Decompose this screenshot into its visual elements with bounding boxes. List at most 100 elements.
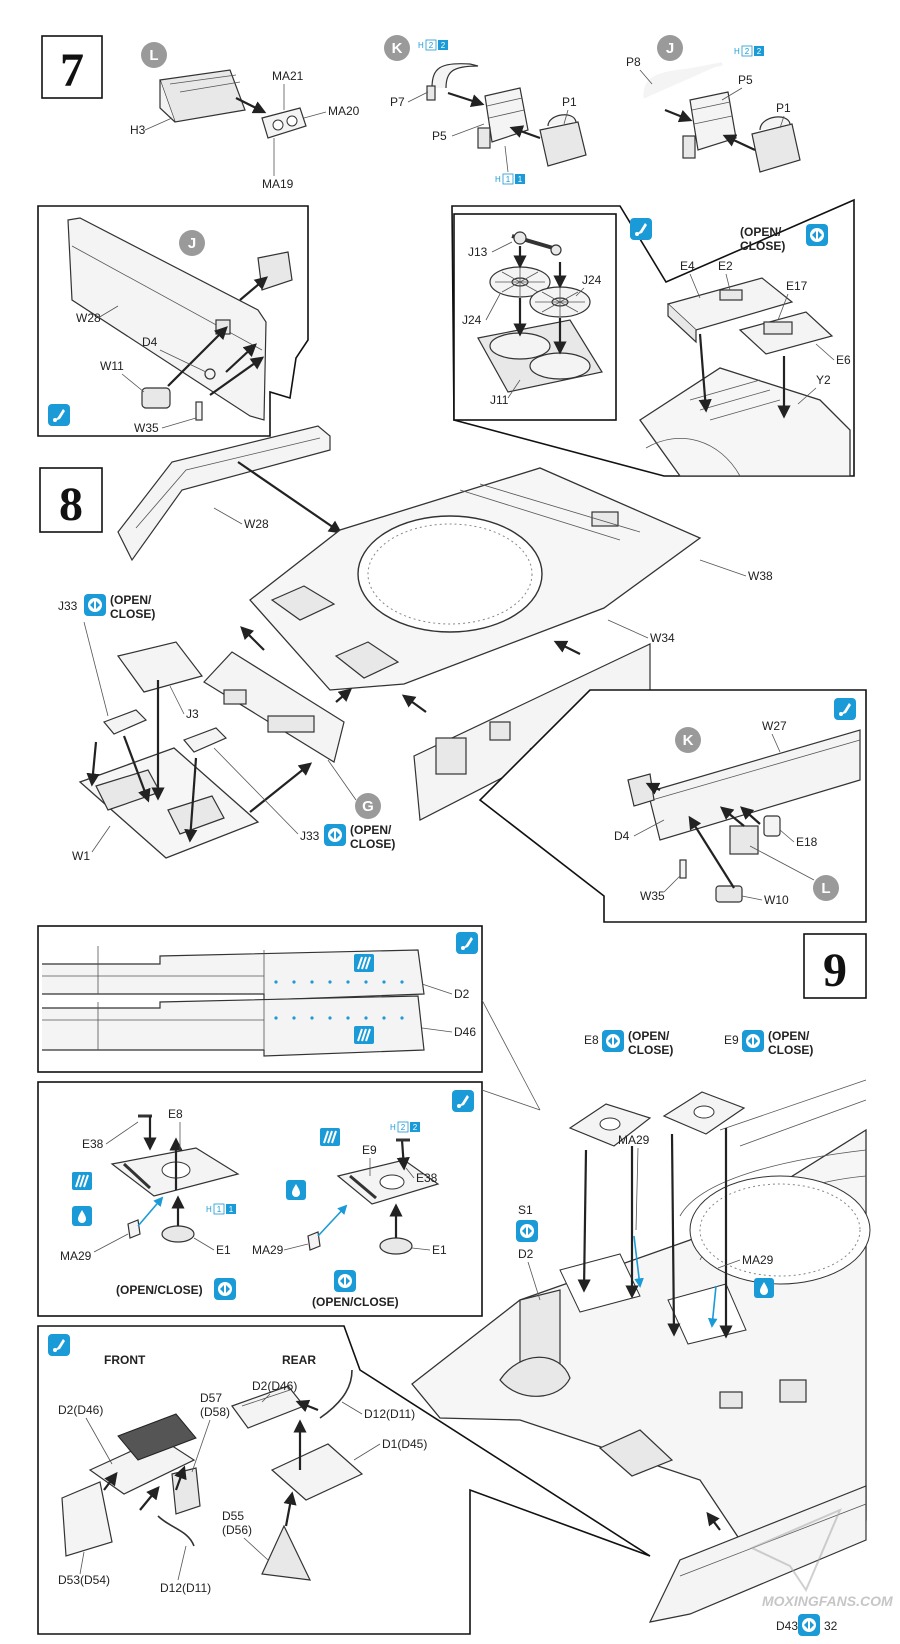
label-w11: W11 xyxy=(100,359,124,373)
label-e2: E2 xyxy=(718,259,733,273)
label-w35-inset2: W35 xyxy=(640,889,665,903)
label-e8-inset: E8 xyxy=(168,1107,183,1121)
label-rear: REAR xyxy=(282,1353,316,1367)
label-e8-main: E8 xyxy=(584,1033,599,1047)
label-d53-d54: D53(D54) xyxy=(58,1573,110,1587)
label-e1-right: E1 xyxy=(432,1243,447,1257)
part-p5-k xyxy=(477,87,529,149)
h22-badge-top-k: H 2 2 xyxy=(418,39,448,51)
part-e6-e17 xyxy=(738,311,834,355)
part-j24-left xyxy=(489,266,551,298)
label-p1-k: P1 xyxy=(562,95,577,109)
svg-text:1: 1 xyxy=(229,1205,234,1214)
part-j3 xyxy=(116,641,204,693)
label-ma29-main-2: MA29 xyxy=(742,1253,774,1267)
label-w27-inset: W27 xyxy=(762,719,787,733)
part-j11 xyxy=(477,319,603,393)
sprue-K-marker-top: K xyxy=(384,35,410,61)
paint-brush-icon xyxy=(630,218,652,240)
label-j13: J13 xyxy=(468,245,488,259)
label-j33-top: J33 xyxy=(58,599,78,613)
label-ma29-right: MA29 xyxy=(252,1243,284,1257)
label-ma19: MA19 xyxy=(262,177,294,191)
part-p7 xyxy=(426,63,479,101)
sprue-L-marker-top: L xyxy=(141,42,167,68)
open-close-option-icon xyxy=(84,594,106,616)
part-w1 xyxy=(78,747,260,859)
label-d57: D57 xyxy=(200,1391,222,1405)
sprue-L-marker-inset: L xyxy=(813,875,839,901)
step-9-number: 9 xyxy=(823,944,847,997)
sprue-G-marker: G xyxy=(355,793,381,819)
part-d12-d11-front xyxy=(157,1515,195,1547)
label-w1: W1 xyxy=(72,849,90,863)
label-j3: J3 xyxy=(186,707,199,721)
label-e38-right: E38 xyxy=(416,1171,438,1185)
open-close-option-icon xyxy=(516,1220,538,1242)
label-d4-inset2: D4 xyxy=(614,829,630,843)
part-w28-main xyxy=(117,425,331,562)
label-s1: S1 xyxy=(518,1203,533,1217)
part-p8 xyxy=(643,62,723,99)
part-e4-e2-deck xyxy=(666,277,794,344)
part-g-front-plate xyxy=(203,651,345,763)
part-ma19-ma20-ma21 xyxy=(261,107,307,139)
part-e18 xyxy=(763,815,781,837)
part-w35-inset2 xyxy=(679,859,687,879)
part-j33-left xyxy=(102,709,148,735)
open-close-label-e8-2: CLOSE) xyxy=(628,1043,673,1057)
open-close-option-icon xyxy=(334,1270,356,1292)
label-ma29-main-1: MA29 xyxy=(618,1133,650,1147)
label-y2: Y2 xyxy=(816,373,831,387)
open-close-label-e1-left: (OPEN/CLOSE) xyxy=(116,1283,203,1297)
svg-text:L: L xyxy=(149,47,158,64)
part-ma29-right xyxy=(307,1231,321,1251)
label-d2-d46-rear: D2(D46) xyxy=(252,1379,297,1393)
open-close-option-icon xyxy=(602,1030,624,1052)
open-close-label-j33-bottom-2: CLOSE) xyxy=(350,837,395,851)
step-7-number: 7 xyxy=(60,44,84,97)
label-d43: D43 xyxy=(776,1619,798,1633)
part-d55-d56 xyxy=(261,1524,312,1581)
part-w27-main xyxy=(413,643,651,821)
svg-text:K: K xyxy=(683,732,694,749)
part-j24-right xyxy=(529,286,591,318)
step-7-section: 7 L H3 MA21 MA20 MA19 K H xyxy=(41,35,801,191)
label-j24-right: J24 xyxy=(582,273,602,287)
label-d2-main: D2 xyxy=(518,1247,534,1261)
part-w11 xyxy=(141,387,171,409)
label-d55: D55 xyxy=(222,1509,244,1523)
part-ma29-left xyxy=(127,1219,141,1239)
part-d1-d45 xyxy=(270,1443,364,1501)
svg-text:MOXINGFANS.COM: MOXINGFANS.COM xyxy=(762,1593,893,1609)
svg-text:K: K xyxy=(392,40,403,57)
open-close-label-j33-top-1: (OPEN/ xyxy=(110,593,152,607)
open-close-label-e1-right: (OPEN/CLOSE) xyxy=(312,1295,399,1309)
open-close-option-icon xyxy=(798,1614,820,1636)
part-e9-main xyxy=(662,1091,746,1135)
svg-text:2: 2 xyxy=(441,41,446,50)
part-j13 xyxy=(511,231,562,256)
label-p8: P8 xyxy=(626,55,641,69)
part-p1-k xyxy=(539,114,587,167)
svg-text:H: H xyxy=(418,41,424,50)
blue-rivet-row-bottom xyxy=(274,1016,404,1020)
part-w35-inset xyxy=(195,401,203,421)
inset-hatch-box xyxy=(37,1081,483,1317)
part-j33-right xyxy=(182,727,228,753)
part-e1-left xyxy=(161,1225,195,1243)
label-front: FRONT xyxy=(104,1353,146,1367)
sprue-K-marker-inset: K xyxy=(675,727,701,753)
svg-text:2: 2 xyxy=(429,41,434,50)
open-close-label-j33-top-2: CLOSE) xyxy=(110,607,155,621)
decal-stripes-icon xyxy=(353,953,375,973)
label-h3: H3 xyxy=(130,123,146,137)
part-d53-d54 xyxy=(61,1481,113,1557)
label-j33-bottom: J33 xyxy=(300,829,320,843)
part-y2-engine-bay xyxy=(639,367,851,477)
label-w10: W10 xyxy=(764,893,789,907)
label-w35-inset: W35 xyxy=(134,421,159,435)
step-8-section: J W28 D4 W11 W35 (OPEN/ CLOSE) xyxy=(37,198,867,923)
sprue-J-marker-inset: J xyxy=(179,230,205,256)
